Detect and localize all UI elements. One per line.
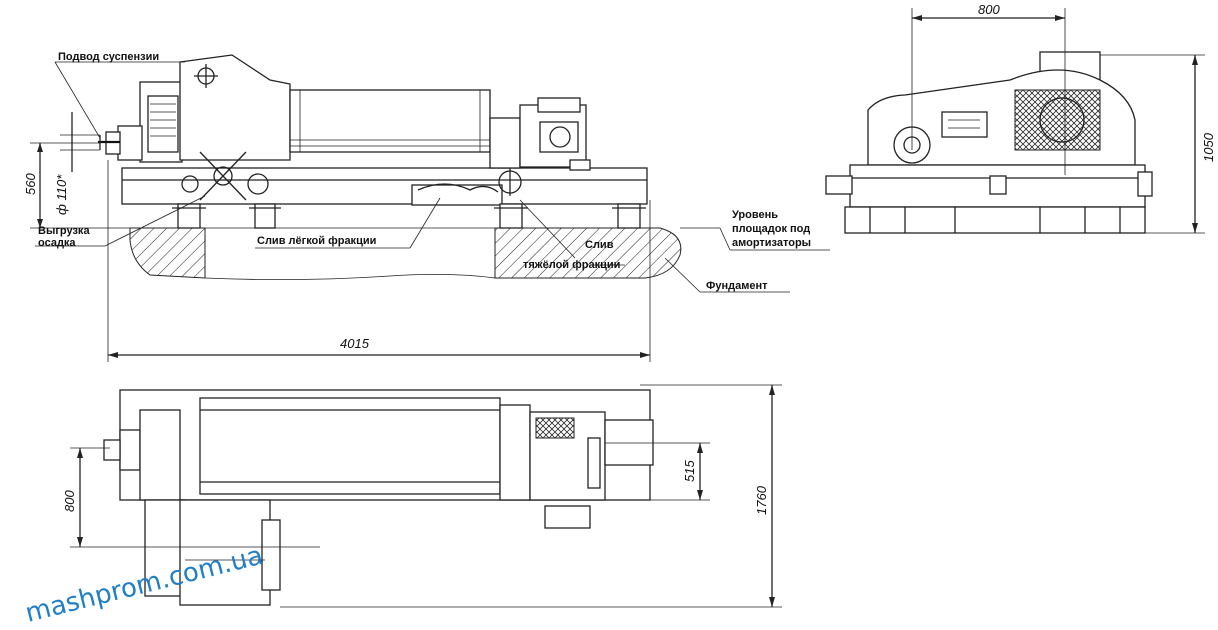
label-light-fraction: Слив лёгкой фракции (257, 235, 376, 247)
dim-515: 515 (682, 460, 697, 482)
label-foundation: Фундамент (706, 280, 768, 292)
end-view (825, 8, 1205, 234)
label-sediment-unload-2: осадка (38, 237, 76, 249)
bowl-cylinder (289, 89, 491, 153)
label-heavy-fraction-2: тяжёлой фракции (523, 259, 620, 271)
label-level-1: Уровень (732, 209, 778, 221)
label-sediment-unload-1: Выгрузка (38, 225, 90, 237)
dim-800-top: 800 (978, 2, 1000, 17)
label-level-2: площадок под (732, 223, 810, 235)
dim-800-plan: 800 (62, 490, 77, 512)
dim-1050: 1050 (1201, 132, 1216, 162)
label-heavy-fraction-1: Слив (585, 239, 614, 251)
foundation-left (129, 227, 206, 279)
bowl-cover (179, 54, 291, 161)
side-view (30, 54, 830, 362)
plan-view (70, 384, 782, 608)
dim-110: ф 110* (54, 174, 69, 215)
dim-1760: 1760 (754, 485, 769, 515)
dim-4015: 4015 (340, 336, 370, 351)
base-frame (121, 167, 648, 205)
motor-housing (139, 81, 183, 163)
mesh-guard (1014, 89, 1101, 151)
label-level-3: амортизаторы (732, 237, 811, 249)
foundation-middle (204, 274, 496, 280)
dim-560: 560 (23, 173, 38, 195)
plan-mesh (535, 417, 575, 439)
shock-absorbers (172, 203, 646, 229)
label-suspension-feed: Подвод суспензии (58, 51, 159, 63)
